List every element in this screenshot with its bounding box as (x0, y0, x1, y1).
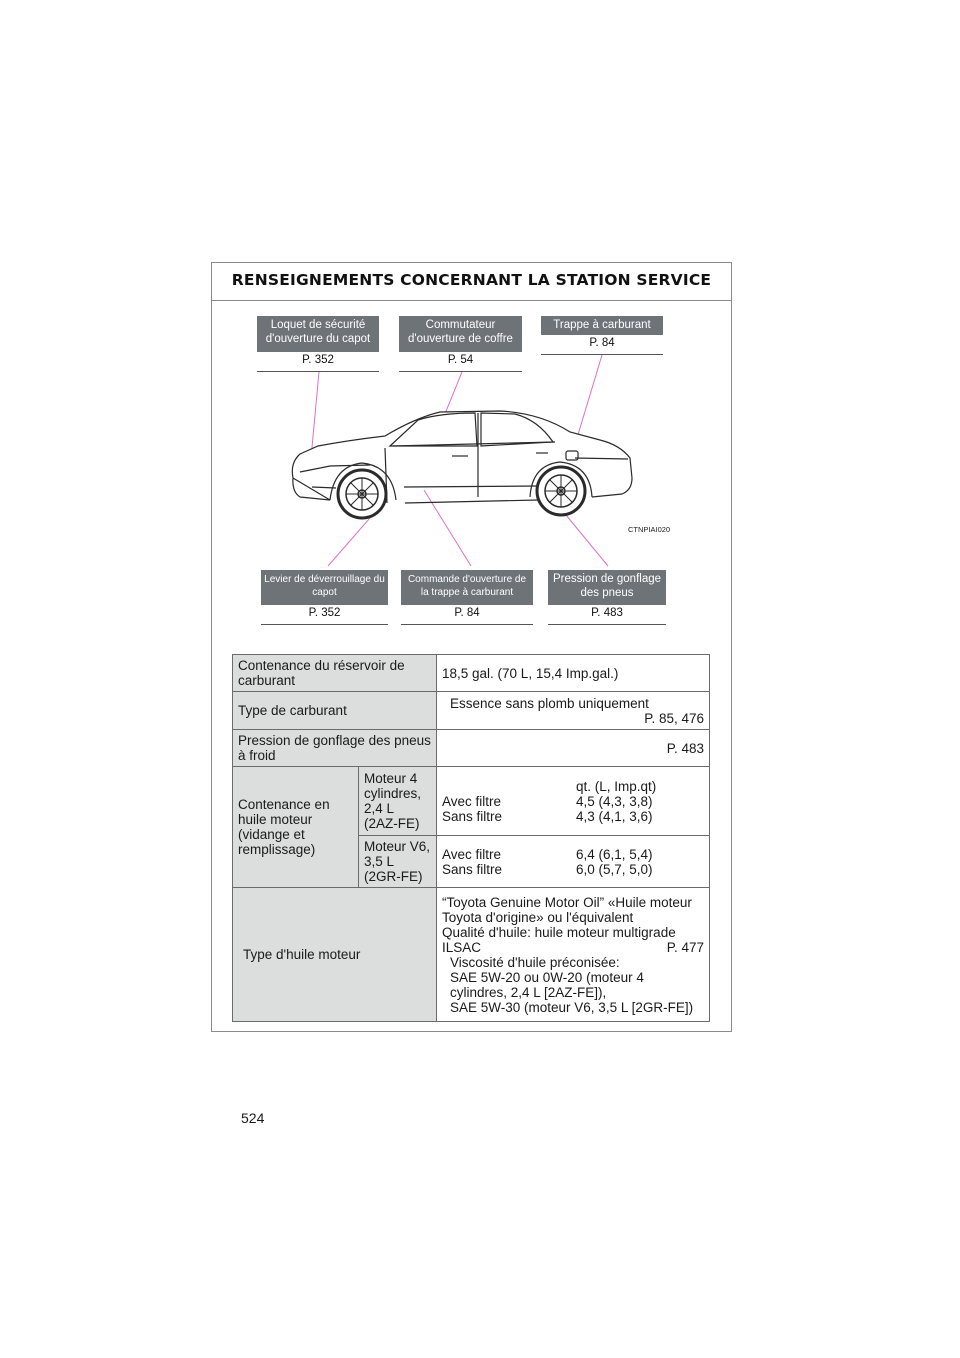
section-header: RENSEIGNEMENTS CONCERNANT LA STATION SER… (212, 263, 731, 301)
engine1-label: Moteur 4 cylindres, 2,4 L (2AZ-FE) (358, 766, 437, 836)
oil-type-line2: Qualité d'huile: huile moteur multigrade (442, 924, 676, 940)
callout-ref: P. 352 (261, 605, 388, 625)
fuel-type-cell: Essence sans plomb uniquement P. 85, 476 (436, 691, 710, 730)
table-row: Pression de gonflage des pneus à froid P… (232, 729, 710, 767)
oil-type-line6: SAE 5W-30 (moteur V6, 3,5 L [2GR-FE]) (450, 999, 694, 1015)
fuel-capacity-label: Contenance du réservoir de carburant (232, 654, 437, 692)
figure-code: CTNPIAI020 (628, 525, 671, 534)
callout-trunk-opener-switch: Commutateur d'ouverture de coffre P. 54 (399, 316, 522, 372)
callout-ref: P. 54 (399, 352, 522, 372)
oil-type-line4: Viscosité d'huile préconisée: (450, 954, 620, 970)
engine1-values: qt. (L, Imp.qt) Avec filtre 4,5 (4,3, 3,… (436, 766, 710, 836)
front-wheel (336, 468, 388, 520)
service-info-frame: RENSEIGNEMENTS CONCERNANT LA STATION SER… (211, 262, 732, 1032)
engine2-without-value: 6,0 (5,7, 5,0) (576, 861, 653, 877)
callout-ref: P. 483 (548, 605, 666, 625)
engine2-values: Avec filtre 6,4 (6,1, 5,4) Sans filtre 6… (436, 835, 710, 888)
table-row: Type d'huile moteur “Toyota Genuine Moto… (232, 887, 710, 1022)
engine2-with-filter: Avec filtre (442, 846, 502, 862)
callout-label: Levier de déverrouillage du capot (261, 570, 388, 605)
oil-type-line3-ref: P. 477 (666, 939, 704, 955)
fuel-type-ref: P. 85, 476 (644, 710, 704, 726)
fuel-type-value: Essence sans plomb uniquement (450, 695, 649, 711)
callout-hood-release-lever: Levier de déverrouillage du capot P. 352 (261, 570, 388, 625)
fuel-capacity-value: 18,5 gal. (70 L, 15,4 Imp.gal.) (436, 654, 710, 692)
oil-type-line1: “Toyota Genuine Motor Oil” «Huile moteur… (442, 894, 692, 925)
engine1-without-value: 4,3 (4,1, 3,6) (576, 808, 653, 824)
table-row: Moteur V6, 3,5 L (2GR-FE) Avec filtre 6,… (233, 835, 710, 888)
oil-unit-header: qt. (L, Imp.qt) (576, 778, 657, 794)
callout-tire-pressure: Pression de gonflage des pneus P. 483 (548, 570, 666, 625)
callout-fuel-door: Trappe à carburant P. 84 (541, 316, 663, 355)
table-row: Contenance du réservoir de carburant 18,… (232, 654, 710, 692)
oil-capacity-label: Contenance en huile moteur (vidange et r… (232, 766, 359, 888)
callout-label: Trappe à carburant (541, 316, 663, 335)
table-row: Contenance en huile moteur (vidange et r… (232, 766, 710, 888)
oil-type-line3: ILSAC (442, 939, 482, 955)
callout-label: Loquet de sécurité d'ouverture du capot (257, 316, 379, 352)
oil-type-label: Type d'huile moteur (232, 887, 437, 1022)
page-title: RENSEIGNEMENTS CONCERNANT LA STATION SER… (231, 271, 712, 289)
callout-ref: P. 84 (401, 605, 533, 625)
engine1-with-value: 4,5 (4,3, 3,8) (576, 793, 653, 809)
table-row: Type de carburant Essence sans plomb uni… (232, 691, 710, 730)
engine2-with-value: 6,4 (6,1, 5,4) (576, 846, 653, 862)
rear-wheel (535, 465, 587, 517)
callout-label: Commande d'ouverture de la trappe à carb… (401, 570, 533, 605)
callout-ref: P. 84 (541, 335, 663, 355)
tire-pressure-label: Pression de gonflage des pneus à froid (232, 729, 437, 767)
engine2-without-filter: Sans filtre (442, 861, 503, 877)
callout-hood-safety-latch: Loquet de sécurité d'ouverture du capot … (257, 316, 379, 372)
tire-pressure-ref: P. 483 (436, 729, 710, 767)
fuel-type-label: Type de carburant (232, 691, 437, 730)
engine1-without-filter: Sans filtre (442, 808, 503, 824)
callout-label: Commutateur d'ouverture de coffre (399, 316, 522, 352)
oil-type-line5: SAE 5W-20 ou 0W-20 (moteur 4 cylindres, … (450, 969, 644, 1000)
oil-type-cell: “Toyota Genuine Motor Oil” «Huile moteur… (436, 887, 710, 1022)
service-info-table: Contenance du réservoir de carburant 18,… (232, 654, 710, 1022)
engine2-label: Moteur V6, 3,5 L (2GR-FE) (358, 835, 437, 888)
callout-fuel-door-opener: Commande d'ouverture de la trappe à carb… (401, 570, 533, 625)
engine1-with-filter: Avec filtre (442, 793, 502, 809)
page-number: 524 (241, 1110, 265, 1126)
callout-ref: P. 352 (257, 352, 379, 372)
callout-label: Pression de gonflage des pneus (548, 570, 666, 605)
